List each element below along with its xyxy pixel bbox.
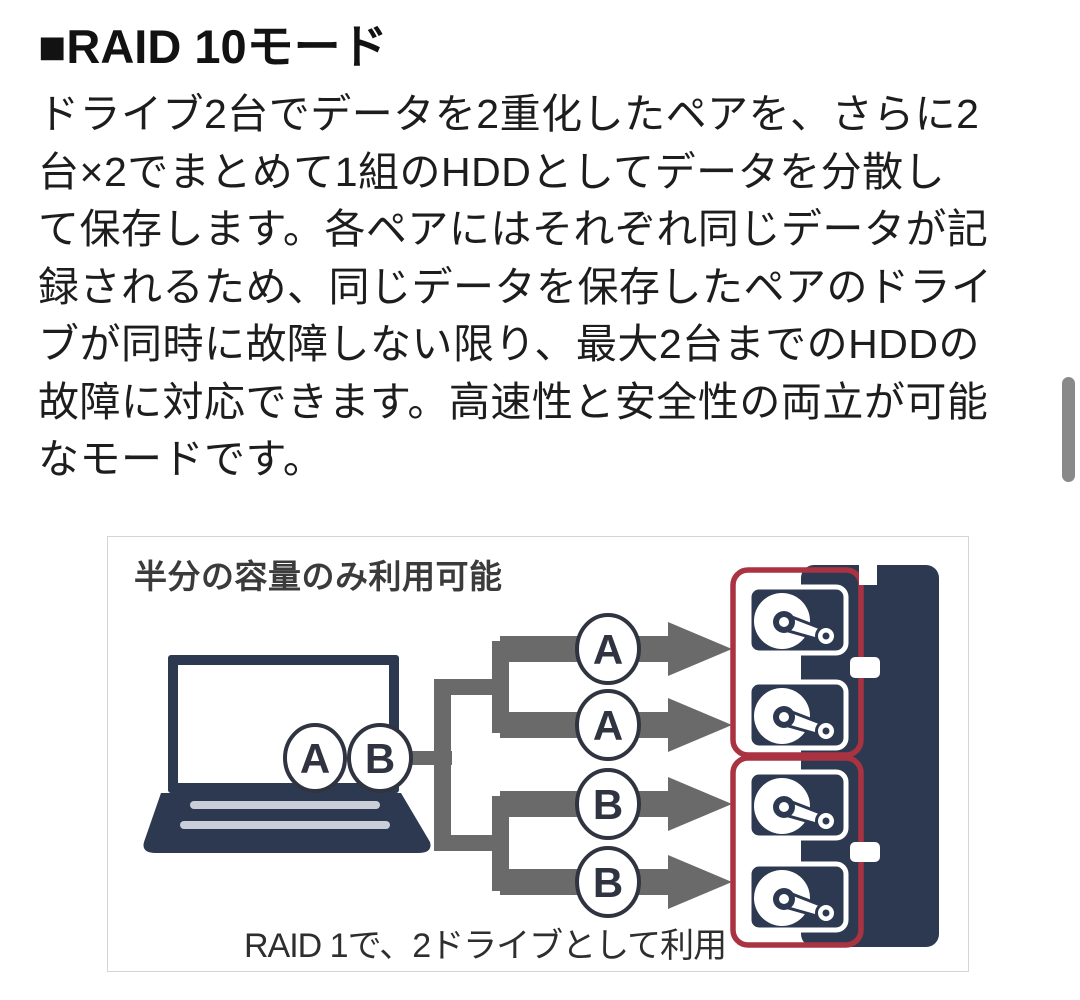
drive-connector-tab bbox=[850, 657, 880, 678]
paragraph-line: なモードです。 bbox=[38, 436, 325, 482]
stream-badge-label: A bbox=[300, 735, 330, 782]
stream-badge: B bbox=[575, 768, 641, 840]
enclosure-body bbox=[801, 565, 939, 947]
stream-badge-label: A bbox=[593, 702, 623, 749]
drive-connector-tab bbox=[850, 842, 880, 862]
description-paragraph: ドライブ2台でデータを2重化したペアを、さらに2 台×2でまとめて1組のHDDと… bbox=[38, 86, 993, 489]
nas-enclosure bbox=[730, 563, 939, 948]
paragraph-line: て保存します。各ペアにはそれぞれ同じデータが記 bbox=[38, 206, 989, 252]
stream-badge: B bbox=[347, 723, 413, 793]
hdd-icon bbox=[749, 682, 846, 748]
connector-lines bbox=[404, 641, 509, 891]
raid10-diagram: A B A A B B bbox=[107, 536, 969, 972]
paragraph-line: ブが同時に故障しない限り、最大2台までのHDDの bbox=[38, 321, 980, 367]
diagram-top-caption: 半分の容量のみ利用可能 bbox=[134, 558, 503, 595]
section-heading: ■RAID 10モード bbox=[38, 20, 388, 73]
paragraph-line: 台×2でまとめて1組のHDDとしてデータを分散し bbox=[38, 148, 946, 195]
diagram-bottom-caption: RAID 1で、2ドライブとして利用 bbox=[244, 927, 727, 965]
stream-badge-label: B bbox=[593, 859, 623, 906]
stream-badge: B bbox=[575, 846, 641, 918]
stream-badge-label: B bbox=[593, 781, 623, 828]
paragraph-line: ドライブ2台でデータを2重化したペアを、さらに2 bbox=[38, 91, 980, 137]
paragraph-line: 録されるため、同じデータを保存したペアのドライ bbox=[38, 263, 993, 310]
stream-badge: A bbox=[575, 613, 641, 685]
scrollbar-thumb[interactable] bbox=[1062, 377, 1075, 482]
raid10-diagram-figure: A B A A B B bbox=[143, 563, 939, 948]
hdd-icon bbox=[749, 587, 846, 653]
hdd-icon bbox=[749, 772, 846, 838]
stream-badge-label: B bbox=[365, 735, 395, 782]
stream-badge: A bbox=[575, 689, 641, 761]
stream-badge: A bbox=[283, 723, 347, 793]
hdd-icon bbox=[749, 864, 846, 930]
stream-badge-label: A bbox=[593, 626, 623, 673]
paragraph-line: 故障に対応できます。高速性と安全性の両立が可能 bbox=[38, 378, 989, 425]
enclosure-notch bbox=[859, 563, 877, 585]
